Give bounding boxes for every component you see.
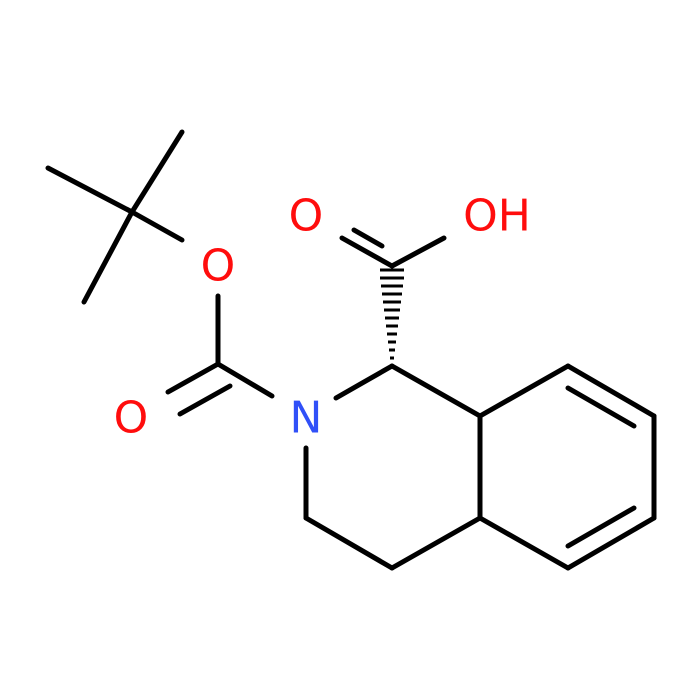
bond-c8a-to-c8 <box>477 363 571 419</box>
bond-n-to-c1 <box>333 363 395 401</box>
bond-c8-to-c7-inner <box>565 385 637 429</box>
bond-c4-to-c4a <box>389 515 483 571</box>
bond-tbu-methyl-left <box>45 165 135 215</box>
bond-boc-carbonyl-double-1 <box>165 361 221 395</box>
bond-acid-carbonyl-double-2 <box>351 227 385 249</box>
atom-label-hydroxyl: OH <box>463 191 531 242</box>
bond-c6-to-c5 <box>565 515 657 571</box>
bond-boc-carbonyl-to-n <box>215 361 275 399</box>
bond-acid-carbonyl-double-1 <box>339 235 395 269</box>
bond-c5-to-c4a <box>477 515 571 571</box>
bond-c6-to-c5-inner <box>565 505 637 549</box>
atom-label-acid-carbonyl-oxygen: O <box>289 191 324 242</box>
bond-tbu-methyl-top <box>129 129 185 215</box>
atom-label-ester-oxygen: O <box>201 241 236 292</box>
atom-label-ring-nitrogen: N <box>290 393 323 444</box>
bond-c8-to-c7 <box>565 363 657 419</box>
stereo-hashed-wedge <box>380 268 404 360</box>
bond-boc-carbonyl-double-2 <box>177 383 233 417</box>
bond-c1-to-c8a <box>389 363 483 419</box>
bond-c3-to-c4 <box>303 515 395 571</box>
bond-tbu-methyl-bottom <box>81 209 135 305</box>
bond-tbu-to-ester-oxygen <box>129 209 185 243</box>
atom-label-boc-carbonyl-oxygen: O <box>114 393 149 444</box>
bond-acid-carbon-to-hydroxyl <box>389 235 447 269</box>
